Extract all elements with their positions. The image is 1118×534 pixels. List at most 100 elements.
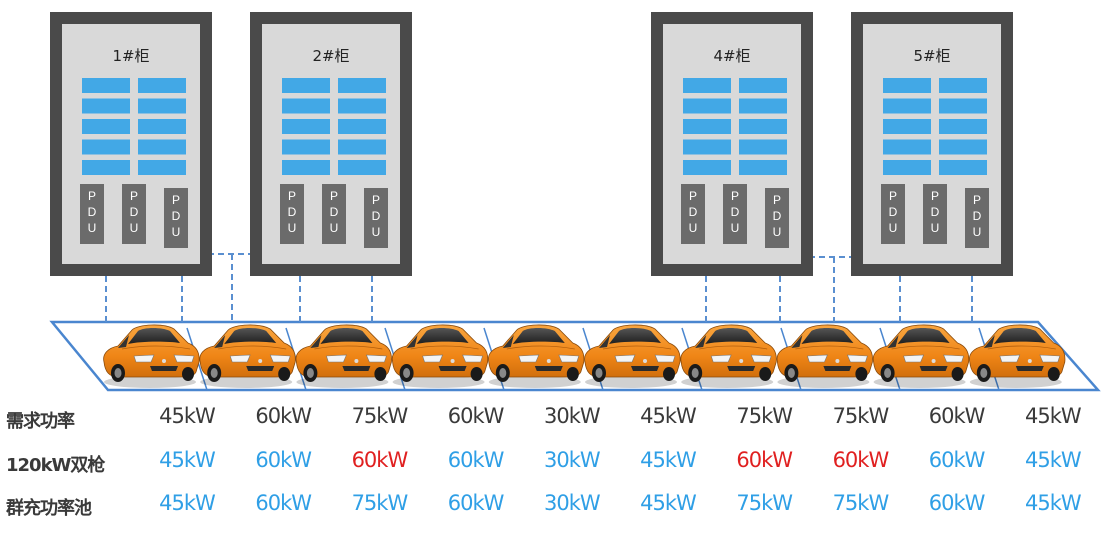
power-module bbox=[282, 98, 330, 114]
row-label: 群充功率池 bbox=[6, 498, 92, 519]
pdu-letter: P bbox=[931, 189, 939, 203]
power-module bbox=[338, 139, 386, 155]
power-module bbox=[282, 139, 330, 155]
power-value-cell: 75kW bbox=[736, 491, 793, 515]
pdu-letter: D bbox=[372, 209, 381, 223]
power-module bbox=[138, 119, 186, 134]
pdu-letter: U bbox=[931, 221, 940, 235]
power-modules bbox=[282, 78, 386, 175]
power-value-cell: 75kW bbox=[736, 404, 793, 428]
car bbox=[487, 324, 585, 389]
pdu-letter: P bbox=[889, 189, 897, 203]
cabinet-label: 5#柜 bbox=[913, 47, 950, 65]
parking-area-outline bbox=[49, 320, 1101, 392]
power-value-cell: 60kW bbox=[447, 491, 505, 515]
power-module bbox=[683, 139, 731, 155]
pdu-letter: U bbox=[689, 221, 698, 235]
pdu-letter: D bbox=[88, 205, 97, 219]
power-module bbox=[939, 160, 987, 175]
power-value-cell: 60kW bbox=[832, 448, 890, 472]
power-module bbox=[82, 98, 130, 114]
cabinet-label: 1#柜 bbox=[112, 47, 149, 65]
pdu-letter: U bbox=[172, 225, 181, 239]
power-module bbox=[739, 160, 787, 175]
pdu-letter: U bbox=[288, 221, 297, 235]
pdu-letter: U bbox=[731, 221, 740, 235]
car bbox=[584, 324, 681, 389]
power-module bbox=[138, 98, 186, 114]
power-module bbox=[883, 98, 931, 114]
power-value-cell: 45kW bbox=[640, 448, 697, 472]
power-module bbox=[883, 119, 931, 134]
power-module bbox=[683, 160, 731, 175]
pdu-letter: D bbox=[130, 205, 139, 219]
pdu-letter: U bbox=[130, 221, 139, 235]
pdu-letter: P bbox=[288, 189, 296, 203]
power-module bbox=[138, 139, 186, 155]
pdu-letter: P bbox=[973, 193, 981, 207]
parked-cars bbox=[103, 324, 1066, 389]
power-value-cell: 60kW bbox=[928, 404, 986, 428]
power-module bbox=[138, 78, 186, 93]
power-value-cell: 60kW bbox=[255, 491, 312, 515]
pdu-letter: P bbox=[773, 193, 781, 207]
power-value-cell: 75kW bbox=[351, 491, 409, 515]
power-value-cell: 60kW bbox=[928, 491, 986, 515]
pdu-letter: P bbox=[372, 193, 380, 207]
power-module bbox=[883, 160, 931, 175]
cabinet-label: 4#柜 bbox=[713, 47, 750, 65]
power-module bbox=[82, 139, 130, 155]
power-value-cell: 60kW bbox=[447, 404, 505, 428]
power-module bbox=[282, 119, 330, 134]
pdu-unit bbox=[723, 184, 747, 244]
pdu-letter: D bbox=[689, 205, 698, 219]
power-modules bbox=[683, 78, 787, 175]
power-value-cell: 45kW bbox=[159, 448, 216, 472]
pdu-unit bbox=[364, 188, 388, 248]
power-value-cell: 60kW bbox=[928, 448, 986, 472]
pdu-letter: P bbox=[88, 189, 96, 203]
pdu-letter: D bbox=[973, 209, 982, 223]
pdu-letter: D bbox=[172, 209, 181, 223]
power-module bbox=[739, 98, 787, 114]
power-module bbox=[739, 139, 787, 155]
car bbox=[295, 324, 393, 389]
pdu-unit bbox=[965, 188, 989, 248]
power-value-cell: 60kW bbox=[255, 404, 312, 428]
pdu-letter: U bbox=[773, 225, 782, 239]
pdu-letter: U bbox=[88, 221, 97, 235]
pdu-unit bbox=[881, 184, 905, 244]
power-module bbox=[683, 119, 731, 134]
pdu-letter: U bbox=[973, 225, 982, 239]
power-module bbox=[338, 119, 386, 134]
power-module bbox=[82, 78, 130, 93]
pdu-letter: P bbox=[172, 193, 180, 207]
row-label: 需求功率 bbox=[6, 411, 75, 432]
pdu-letter: D bbox=[731, 205, 740, 219]
pdu-unit bbox=[280, 184, 304, 244]
pdu-letter: P bbox=[330, 189, 338, 203]
car bbox=[103, 324, 200, 389]
pdu-unit bbox=[164, 188, 188, 248]
power-module bbox=[683, 98, 731, 114]
pdu-letter: D bbox=[931, 205, 940, 219]
power-module bbox=[883, 139, 931, 155]
power-module bbox=[338, 160, 386, 175]
power-modules bbox=[82, 78, 186, 175]
pdu-letter: D bbox=[889, 205, 898, 219]
power-module bbox=[282, 160, 330, 175]
power-module bbox=[939, 119, 987, 134]
car bbox=[776, 324, 874, 389]
pdu-unit bbox=[122, 184, 146, 244]
pdu-letter: P bbox=[689, 189, 697, 203]
pdu-unit bbox=[80, 184, 104, 244]
pdu-letter: U bbox=[330, 221, 339, 235]
power-value-cell: 45kW bbox=[1024, 404, 1082, 428]
